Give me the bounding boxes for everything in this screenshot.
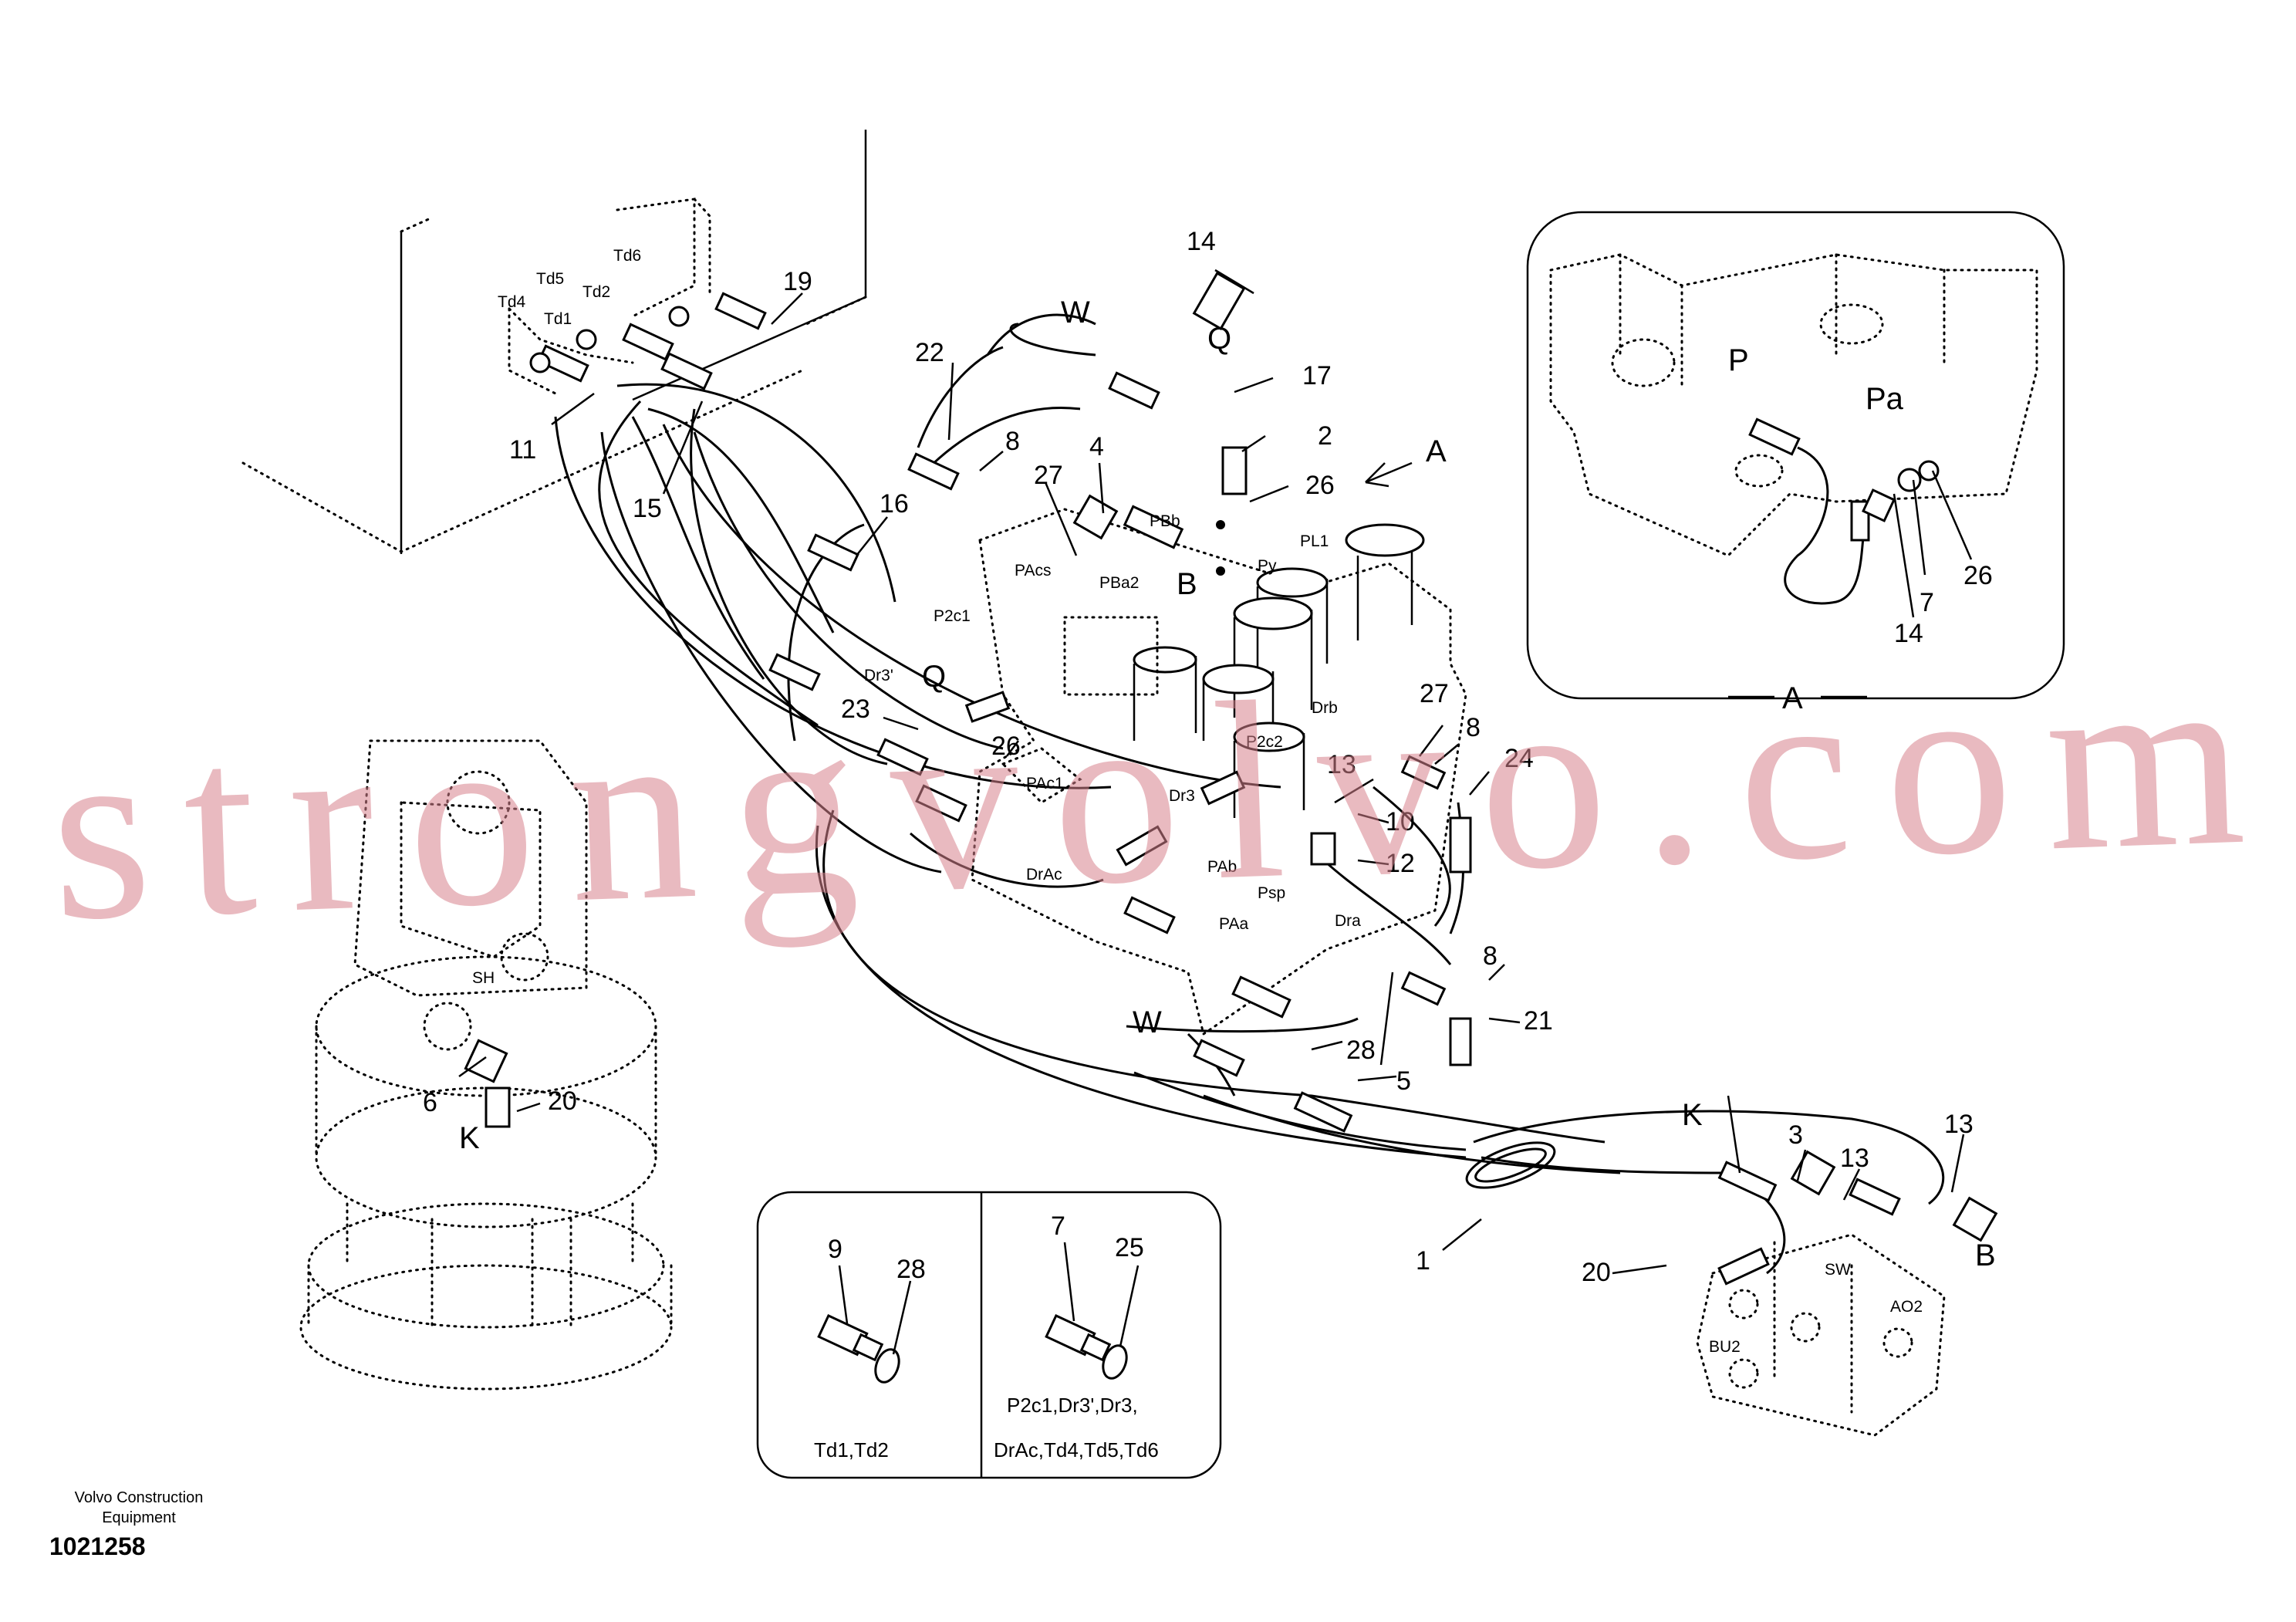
fitting-detail-inset: 9 28 Td1,Td2 7 25 P2c1,Dr3',Dr3, DrAc,Td… <box>756 1191 1222 1479</box>
inset-callout-26: 25 <box>1115 1233 1144 1262</box>
letter-k-left: K <box>459 1121 480 1155</box>
leader-lines <box>458 269 1965 1275</box>
inset-label-td: Td1,Td2 <box>814 1438 889 1461</box>
port-dr3: Dr3 <box>1169 787 1195 805</box>
port-pac1: PAc1 <box>1026 775 1064 792</box>
port-paa: PAa <box>1219 915 1248 933</box>
port-bu2: BU2 <box>1709 1338 1741 1356</box>
port-td5: Td5 <box>536 270 564 288</box>
fittings <box>464 271 1998 1286</box>
letter-a-arrow: A <box>1426 434 1447 468</box>
port-py: Py <box>1258 557 1277 575</box>
port-p2c2: P2c2 <box>1246 733 1283 751</box>
callout-15: 15 <box>633 494 662 523</box>
letter-w-top: W <box>1061 296 1090 329</box>
detail-callout-26: 26 <box>1963 561 1993 590</box>
callout-numbers: 14 17 2 26 22 8 27 4 16 19 11 15 23 26 2… <box>423 227 1974 1287</box>
detail-a-caption: A <box>1782 681 1803 715</box>
callout-6: 6 <box>423 1088 437 1117</box>
detail-a-inset: P Pa 14 7 26 A <box>1526 211 2065 715</box>
port-pl1: PL1 <box>1300 532 1329 550</box>
letter-k-right: K <box>1682 1098 1703 1132</box>
inset-callout-28: 28 <box>896 1255 926 1284</box>
letter-w-mid: W <box>1133 1005 1162 1039</box>
callout-27b: 27 <box>1420 679 1449 708</box>
callout-21: 20 <box>1582 1258 1611 1287</box>
callout-27c: 28 <box>1346 1036 1376 1065</box>
port-pab: PAb <box>1207 858 1237 876</box>
upper-frame-structure <box>241 130 867 554</box>
port-drac: DrAc <box>1026 866 1062 884</box>
port-sw: SW <box>1825 1261 1851 1279</box>
port-dra: Dra <box>1335 912 1361 930</box>
port-labels: Td6 Td5 Td2 Td4 Td1 PAcs PBa2 PBb Py PL1… <box>472 247 1923 1356</box>
port-td4: Td4 <box>498 293 526 311</box>
callout-25: 23 <box>841 694 870 724</box>
callout-4: 4 <box>1089 432 1104 461</box>
publisher-name: Volvo Construction Equipment <box>46 1488 231 1528</box>
inset-label-ports-2: DrAc,Td4,Td5,Td6 <box>994 1438 1159 1461</box>
callout-14: 14 <box>1187 227 1216 256</box>
callout-19: 19 <box>783 267 812 296</box>
callout-26c: 13 <box>1327 750 1356 779</box>
callout-26b: 26 <box>991 732 1021 761</box>
callout-11: 11 <box>509 435 536 465</box>
publisher-line-1: Volvo Construction <box>74 1489 204 1506</box>
callout-2: 2 <box>1318 421 1332 451</box>
inset-label-ports-1: P2c1,Dr3',Dr3, <box>1007 1394 1138 1417</box>
reference-letters: W Q A B Q W K K B <box>459 296 1996 1272</box>
detail-callout-7: 7 <box>1920 588 1934 617</box>
detail-port-p: P <box>1728 343 1749 377</box>
callout-8b: 8 <box>1466 713 1481 742</box>
callout-8: 8 <box>1005 427 1020 456</box>
view-a-arrow <box>1365 461 1413 488</box>
callout-26: 26 <box>1305 471 1335 500</box>
callout-16: 16 <box>880 489 909 519</box>
callout-12: 12 <box>1386 849 1415 878</box>
port-td6: Td6 <box>613 247 641 265</box>
callout-23: 21 <box>1524 1006 1553 1036</box>
document-number: 1021258 <box>49 1532 146 1560</box>
callout-20: 20 <box>548 1086 577 1116</box>
callout-3: 3 <box>1788 1120 1803 1150</box>
port-drb: Drb <box>1312 699 1338 717</box>
callout-24: 24 <box>1504 744 1534 773</box>
letter-b-right: B <box>1975 1238 1996 1272</box>
port-ao2: AO2 <box>1890 1298 1923 1316</box>
callout-1: 1 <box>1416 1246 1430 1276</box>
callout-27: 27 <box>1034 461 1063 490</box>
callout-5: 5 <box>1396 1066 1411 1096</box>
letter-b-top: B <box>1177 567 1197 601</box>
port-sh: SH <box>472 969 495 987</box>
control-valve <box>971 508 1467 1036</box>
inset-callout-9: 9 <box>828 1235 842 1264</box>
inset-callout-7: 7 <box>1051 1211 1065 1241</box>
callout-22: 22 <box>915 338 944 367</box>
detail-callout-14: 14 <box>1894 619 1923 648</box>
port-dr3p: Dr3' <box>864 667 893 684</box>
callout-13b: 13 <box>1944 1110 1974 1139</box>
callout-13a: 13 <box>1840 1144 1869 1173</box>
detail-port-pa: Pa <box>1866 382 1904 416</box>
hoses <box>554 313 1945 1275</box>
port-td1: Td1 <box>544 310 572 328</box>
port-p2c1: P2c1 <box>934 607 971 625</box>
letter-q-top: Q <box>1207 322 1231 356</box>
callout-10: 10 <box>1386 807 1415 836</box>
port-td2: Td2 <box>582 283 610 301</box>
port-psp: Psp <box>1258 884 1285 902</box>
callout-8c: 8 <box>1483 941 1497 971</box>
publisher-line-2: Equipment <box>102 1509 176 1526</box>
callout-17: 17 <box>1302 361 1332 390</box>
port-pacs: PAcs <box>1015 562 1051 580</box>
port-pba2: PBa2 <box>1099 574 1139 592</box>
letter-q-mid: Q <box>922 660 946 694</box>
port-pbb: PBb <box>1150 512 1180 530</box>
